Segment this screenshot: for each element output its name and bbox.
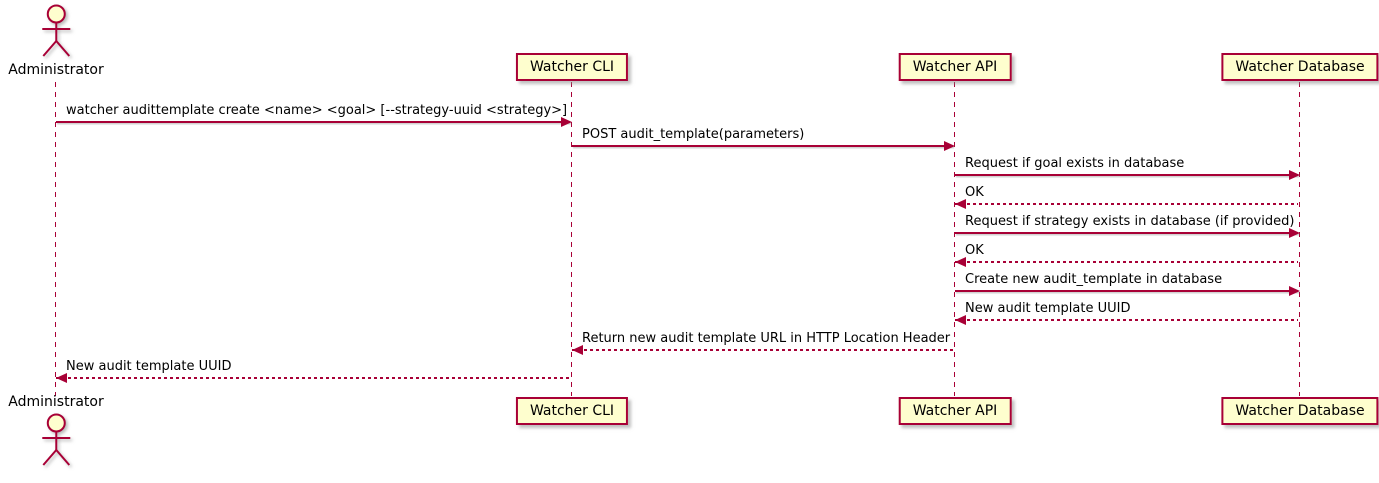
participant-watcher-api-bottom: Watcher API bbox=[898, 397, 1012, 425]
arrowhead-icon bbox=[1289, 170, 1300, 180]
lifeline-watcher-database bbox=[1299, 82, 1300, 396]
message-label: watcher audittemplate create <name> <goa… bbox=[66, 103, 568, 118]
actor-icon bbox=[42, 413, 70, 466]
message-line bbox=[56, 121, 570, 123]
message-label: New audit template UUID bbox=[965, 301, 1131, 316]
message-line bbox=[56, 377, 570, 379]
message-line bbox=[955, 290, 1298, 292]
lifeline-watcher-api bbox=[954, 82, 955, 396]
message-line bbox=[955, 232, 1298, 234]
message-line bbox=[572, 145, 953, 147]
arrowhead-icon bbox=[944, 141, 955, 151]
lifeline-administrator bbox=[55, 82, 56, 396]
arrowhead-icon bbox=[56, 373, 67, 383]
participant-watcher-api-top: Watcher API bbox=[898, 53, 1012, 81]
message-label: Request if strategy exists in database (… bbox=[965, 214, 1295, 229]
message-line bbox=[955, 203, 1298, 205]
message-label: OK bbox=[965, 243, 984, 258]
message-label: OK bbox=[965, 185, 984, 200]
participant-watcher-database-bottom: Watcher Database bbox=[1221, 397, 1379, 425]
message-label: Create new audit_template in database bbox=[965, 272, 1223, 287]
participant-watcher-cli-bottom: Watcher CLI bbox=[515, 397, 629, 425]
participant-watcher-cli-top: Watcher CLI bbox=[515, 53, 629, 81]
actor-label: Administrator bbox=[8, 62, 104, 78]
message-label: Request if goal exists in database bbox=[965, 156, 1185, 171]
arrowhead-icon bbox=[955, 199, 966, 209]
arrowhead-icon bbox=[1289, 228, 1300, 238]
message-line bbox=[572, 349, 953, 351]
actor-icon bbox=[42, 4, 70, 57]
message-label: Return new audit template URL in HTTP Lo… bbox=[582, 331, 951, 346]
actor-label: Administrator bbox=[8, 394, 104, 410]
message-line bbox=[955, 174, 1298, 176]
participant-watcher-database-top: Watcher Database bbox=[1221, 53, 1379, 81]
actor-administrator-top: Administrator bbox=[8, 4, 104, 78]
message-line bbox=[955, 319, 1298, 321]
arrowhead-icon bbox=[1289, 286, 1300, 296]
arrowhead-icon bbox=[561, 117, 572, 127]
message-label: POST audit_template(parameters) bbox=[582, 127, 805, 142]
arrowhead-icon bbox=[955, 257, 966, 267]
arrowhead-icon bbox=[572, 345, 583, 355]
actor-administrator-bottom: Administrator bbox=[8, 394, 104, 474]
arrowhead-icon bbox=[955, 315, 966, 325]
lifeline-watcher-cli bbox=[571, 82, 572, 396]
message-label: New audit template UUID bbox=[66, 359, 232, 374]
message-line bbox=[955, 261, 1298, 263]
